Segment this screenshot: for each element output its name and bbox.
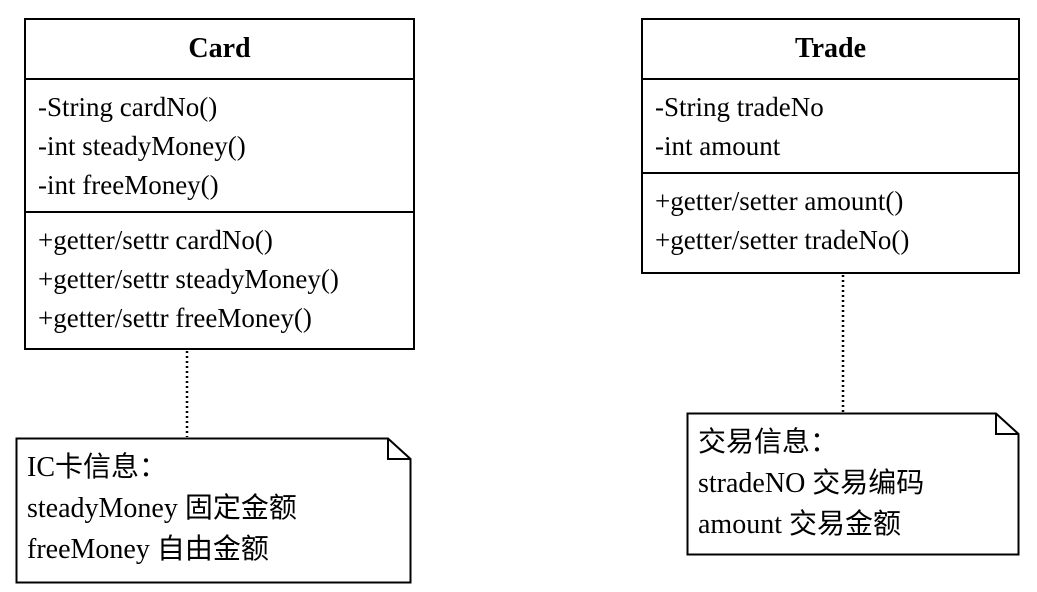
note-line: IC卡信息： — [27, 452, 168, 483]
card-class-box[interactable]: Card -String cardNo() -int steadyMoney()… — [24, 18, 415, 350]
trade-attribute: -String tradeNo — [655, 92, 824, 122]
card-operation: +getter/settr steadyMoney() — [38, 264, 339, 294]
note-line: freeMoney 自由金额 — [27, 534, 269, 565]
card-attribute: -String cardNo() — [38, 92, 218, 122]
trade-note-text: 交易信息： stradeNO 交易编码 amount 交易金额 — [698, 422, 924, 545]
note-shape — [686, 412, 1020, 556]
note-line: steadyMoney 固定金额 — [27, 493, 297, 524]
note-line: amount 交易金额 — [698, 509, 901, 540]
card-operations: +getter/settr cardNo() +getter/settr ste… — [26, 213, 413, 344]
trade-attribute: -int amount — [655, 131, 781, 161]
trade-class-name: Trade — [643, 20, 1018, 80]
card-operation: +getter/settr freeMoney() — [38, 303, 312, 333]
card-note[interactable]: IC卡信息： steadyMoney 固定金额 freeMoney 自由金额 — [15, 437, 412, 584]
card-note-text: IC卡信息： steadyMoney 固定金额 freeMoney 自由金额 — [27, 447, 297, 570]
card-attribute: -int steadyMoney() — [38, 131, 246, 161]
note-line: stradeNO 交易编码 — [698, 468, 925, 499]
card-operation: +getter/settr cardNo() — [38, 225, 273, 255]
card-class-name: Card — [26, 20, 413, 80]
trade-operation: +getter/setter tradeNo() — [655, 225, 910, 255]
trade-note[interactable]: 交易信息： stradeNO 交易编码 amount 交易金额 — [686, 412, 1020, 556]
trade-operations: +getter/setter amount() +getter/setter t… — [643, 174, 1018, 266]
card-attributes: -String cardNo() -int steadyMoney() -int… — [26, 80, 413, 213]
note-line: 交易信息： — [698, 427, 839, 458]
trade-operation: +getter/setter amount() — [655, 186, 904, 216]
trade-attributes: -String tradeNo -int amount — [643, 80, 1018, 174]
trade-class-box[interactable]: Trade -String tradeNo -int amount +gette… — [641, 18, 1020, 274]
note-shape — [15, 437, 412, 584]
card-attribute: -int freeMoney() — [38, 170, 219, 200]
